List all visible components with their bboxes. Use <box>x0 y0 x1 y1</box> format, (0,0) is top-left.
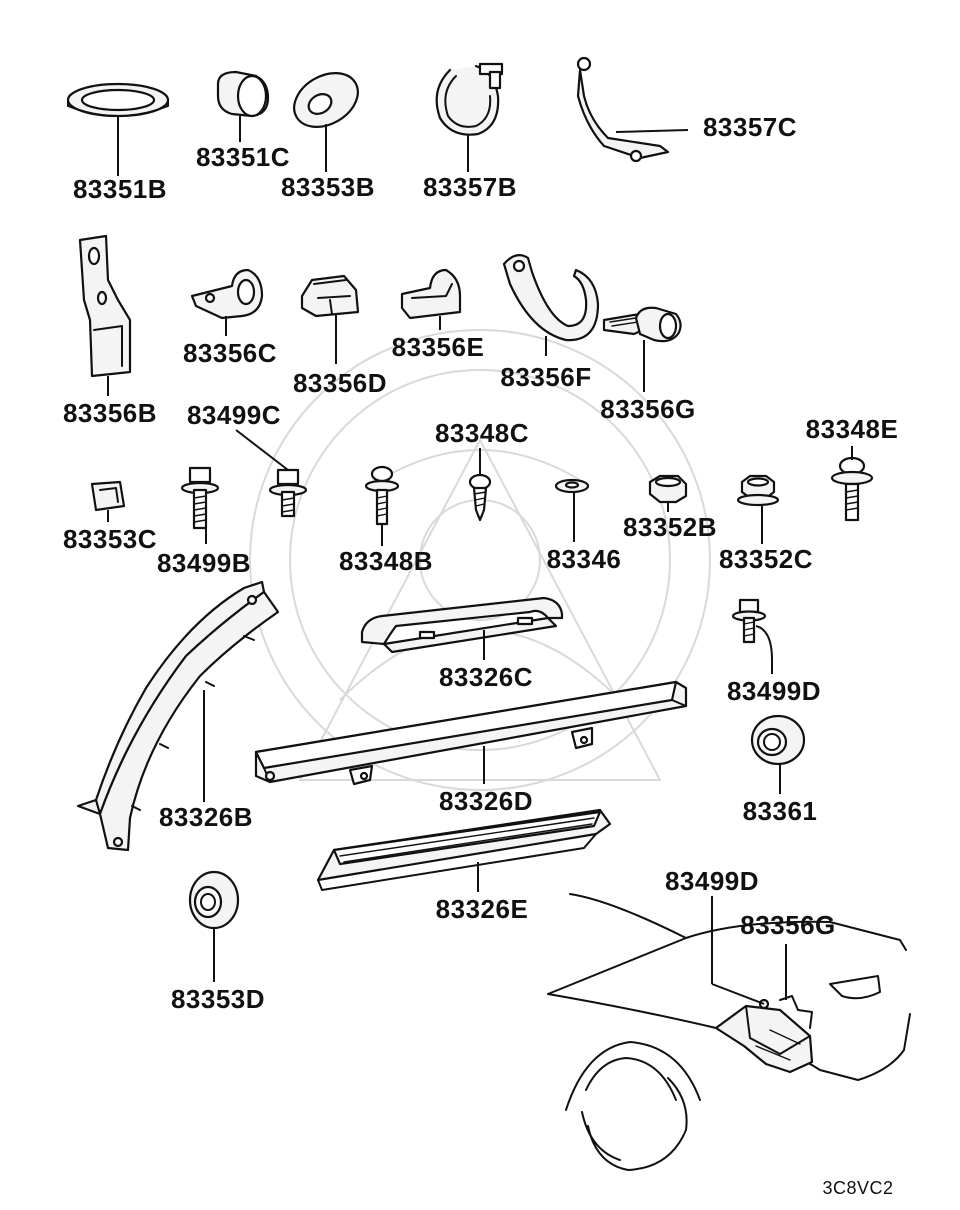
wide-band-strap-part <box>502 253 600 356</box>
part-label-83357C: 83357C <box>703 112 797 142</box>
cap-plug-part <box>216 70 270 142</box>
grommet-ring-part <box>66 82 170 176</box>
part-label-83499D: 83499D <box>727 676 821 706</box>
part-label-83348E: 83348E <box>806 414 899 444</box>
tall-bracket-part <box>78 234 132 396</box>
flange-bolt-d-part <box>731 598 773 674</box>
flange-bolt-b-part <box>180 466 220 544</box>
part-label-83361: 83361 <box>743 796 818 826</box>
diagram-code: 3C8VC2 <box>822 1178 893 1198</box>
pipe-clip-c-part <box>190 268 264 336</box>
oval-grommet-part <box>293 72 359 172</box>
round-grommet-d-part <box>188 870 240 982</box>
part-label-83356G: 83356G <box>600 394 696 424</box>
part-label-83346: 83346 <box>547 544 622 574</box>
flange-nut-c-part <box>736 474 780 544</box>
part-label-83348C: 83348C <box>435 418 529 448</box>
part-label-83351C: 83351C <box>196 142 290 172</box>
part-label-83499D-location: 83499D <box>665 866 759 896</box>
washer-part <box>554 478 590 542</box>
double-clip-part <box>300 274 360 364</box>
part-label-83356B: 83356B <box>63 398 157 428</box>
flange-bolt-c-part <box>235 429 308 518</box>
single-clip-part <box>400 268 462 330</box>
part-label-83326E: 83326E <box>436 894 529 924</box>
tapping-screw-c-part <box>468 448 492 522</box>
part-label-83356D: 83356D <box>293 368 387 398</box>
part-label-83356E: 83356E <box>392 332 485 362</box>
part-labels: 83351B 83351C 83353B 83357B 83357C 83356… <box>63 112 898 1198</box>
washer-screw-b-part <box>364 465 400 546</box>
part-label-83356G-location: 83356G <box>740 910 836 940</box>
part-label-83326B: 83326B <box>159 802 253 832</box>
band-clamp-part <box>435 62 504 172</box>
part-label-83356F: 83356F <box>500 362 591 392</box>
grommet-83361-part <box>750 714 806 794</box>
part-label-83352B: 83352B <box>623 512 717 542</box>
clip-with-plate-part <box>602 306 682 392</box>
part-label-83326D: 83326D <box>439 786 533 816</box>
vehicle-location-view <box>547 893 911 1171</box>
long-sill-channel-part <box>254 680 688 786</box>
part-label-83352C: 83352C <box>719 544 813 574</box>
part-label-83348B: 83348B <box>339 546 433 576</box>
part-label-83353B: 83353B <box>281 172 375 202</box>
part-label-83357B: 83357B <box>423 172 517 202</box>
hex-nut-b-part <box>648 474 688 512</box>
curved-cover-c-part <box>360 596 564 660</box>
long-trim-strip-part <box>316 808 612 892</box>
square-clip-part <box>90 480 126 522</box>
part-label-83326C: 83326C <box>439 662 533 692</box>
strap-bracket-part <box>576 56 689 163</box>
part-label-83351B: 83351B <box>73 174 167 204</box>
part-label-83353D: 83353D <box>171 984 265 1014</box>
part-label-83353C: 83353C <box>63 524 157 554</box>
washer-screw-e-part <box>830 446 874 522</box>
part-label-83356C: 83356C <box>183 338 277 368</box>
arch-pillar-trim-part <box>76 580 280 852</box>
part-label-83499B: 83499B <box>157 548 251 578</box>
part-label-83499C: 83499C <box>187 400 281 430</box>
